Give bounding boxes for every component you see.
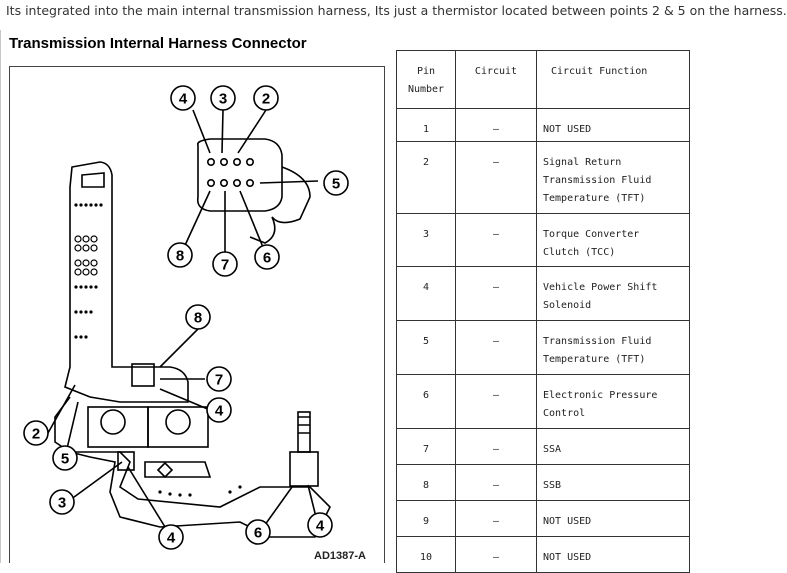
harness-diagram-svg: 4 3 2 5 8 7 6 8 7 4 2 5 3 4 6 4	[23, 85, 349, 550]
pin-number-cell: 4	[396, 266, 456, 321]
pin-number-cell: 6	[396, 374, 456, 429]
connector-tail	[271, 166, 311, 224]
label-connector-pin-7: 7	[221, 257, 229, 274]
circuit-function-cell: NOT USED	[536, 108, 690, 142]
table-row: 4—Vehicle Power Shift Solenoid	[396, 266, 690, 321]
pin-number-cell: 9	[396, 500, 456, 537]
circuit-function-cell: Signal Return Transmission Fluid Tempera…	[536, 141, 690, 214]
solenoid-block-left	[87, 406, 149, 448]
header-circuit-function: Circuit Function	[536, 50, 690, 109]
header-circuit: Circuit	[455, 50, 537, 109]
table-row: 7—SSA	[396, 428, 690, 465]
label-harness-3: 3	[58, 495, 66, 512]
circuit-function-cell: Vehicle Power Shift Solenoid	[536, 266, 690, 321]
pin-number-cell: 1	[396, 108, 456, 142]
circuit-cell: —	[455, 374, 537, 429]
label-connector-pin-4: 4	[179, 91, 188, 108]
table-row: 3—Torque Converter Clutch (TCC)	[396, 213, 690, 267]
harness-base	[54, 396, 331, 538]
table-row: 5—Transmission Fluid Temperature (TFT)	[396, 320, 690, 375]
caption-text: Its integrated into the main internal tr…	[6, 3, 787, 18]
solenoid-block-right	[147, 406, 209, 448]
table-row: 1—NOT USED	[396, 108, 690, 142]
pin-number-cell: 3	[396, 213, 456, 267]
header-pin-number: Pin Number	[396, 50, 456, 109]
harness-strip	[64, 161, 189, 403]
harness-diagram: 4 3 2 5 8 7 6 8 7 4 2 5 3 4 6 4	[9, 66, 385, 563]
table-row: 2—Signal Return Transmission Fluid Tempe…	[396, 141, 690, 214]
circuit-function-cell: SSB	[536, 464, 690, 501]
callout-circle	[170, 85, 196, 111]
shift-solenoid	[289, 451, 319, 487]
circuit-cell: —	[455, 266, 537, 321]
label-harness-4-lower: 4	[167, 530, 176, 547]
label-harness-2: 2	[32, 426, 40, 443]
table-row: 6—Electronic Pressure Control	[396, 374, 690, 429]
label-harness-5: 5	[61, 451, 69, 468]
pin-number-cell: 10	[396, 536, 456, 573]
circuit-function-cell: NOT USED	[536, 536, 690, 573]
pin-number-cell: 5	[396, 320, 456, 375]
pin-table-header: Pin Number Circuit Circuit Function	[396, 50, 690, 109]
circuit-function-cell: Transmission Fluid Temperature (TFT)	[536, 320, 690, 375]
circuit-cell: —	[455, 536, 537, 573]
circuit-function-cell: NOT USED	[536, 500, 690, 537]
label-harness-8: 8	[194, 310, 202, 327]
label-connector-pin-5: 5	[332, 176, 340, 193]
label-harness-4-upper: 4	[215, 403, 224, 420]
pin-number-cell: 7	[396, 428, 456, 465]
label-harness-6: 6	[254, 525, 262, 542]
circuit-cell: —	[455, 108, 537, 142]
pin-number-cell: 2	[396, 141, 456, 214]
table-row: 8—SSB	[396, 464, 690, 501]
label-connector-pin-8: 8	[176, 248, 184, 265]
label-connector-pin-2: 2	[262, 91, 270, 108]
circuit-function-cell: SSA	[536, 428, 690, 465]
circuit-cell: —	[455, 464, 537, 501]
pin-number-cell: 8	[396, 464, 456, 501]
figure-title: Transmission Internal Harness Connector	[9, 35, 307, 52]
pin-table: Pin Number Circuit Circuit Function 1—NO…	[396, 50, 690, 573]
label-connector-pin-6: 6	[263, 250, 271, 267]
circuit-cell: —	[455, 320, 537, 375]
circuit-function-cell: Electronic Pressure Control	[536, 374, 690, 429]
circuit-cell: —	[455, 141, 537, 214]
connector-pins	[207, 158, 255, 188]
label-harness-4-right: 4	[316, 518, 325, 535]
circuit-cell: —	[455, 428, 537, 465]
small-connector	[131, 363, 155, 387]
harness-dots	[74, 203, 242, 497]
circuit-cell: —	[455, 213, 537, 267]
table-row: 10—NOT USED	[396, 536, 690, 573]
circuit-cell: —	[455, 500, 537, 537]
figure-code: AD1387-A	[314, 550, 366, 562]
label-connector-pin-3: 3	[219, 91, 227, 108]
table-row: 9—NOT USED	[396, 500, 690, 537]
label-harness-7: 7	[215, 372, 223, 389]
circuit-function-cell: Torque Converter Clutch (TCC)	[536, 213, 690, 267]
